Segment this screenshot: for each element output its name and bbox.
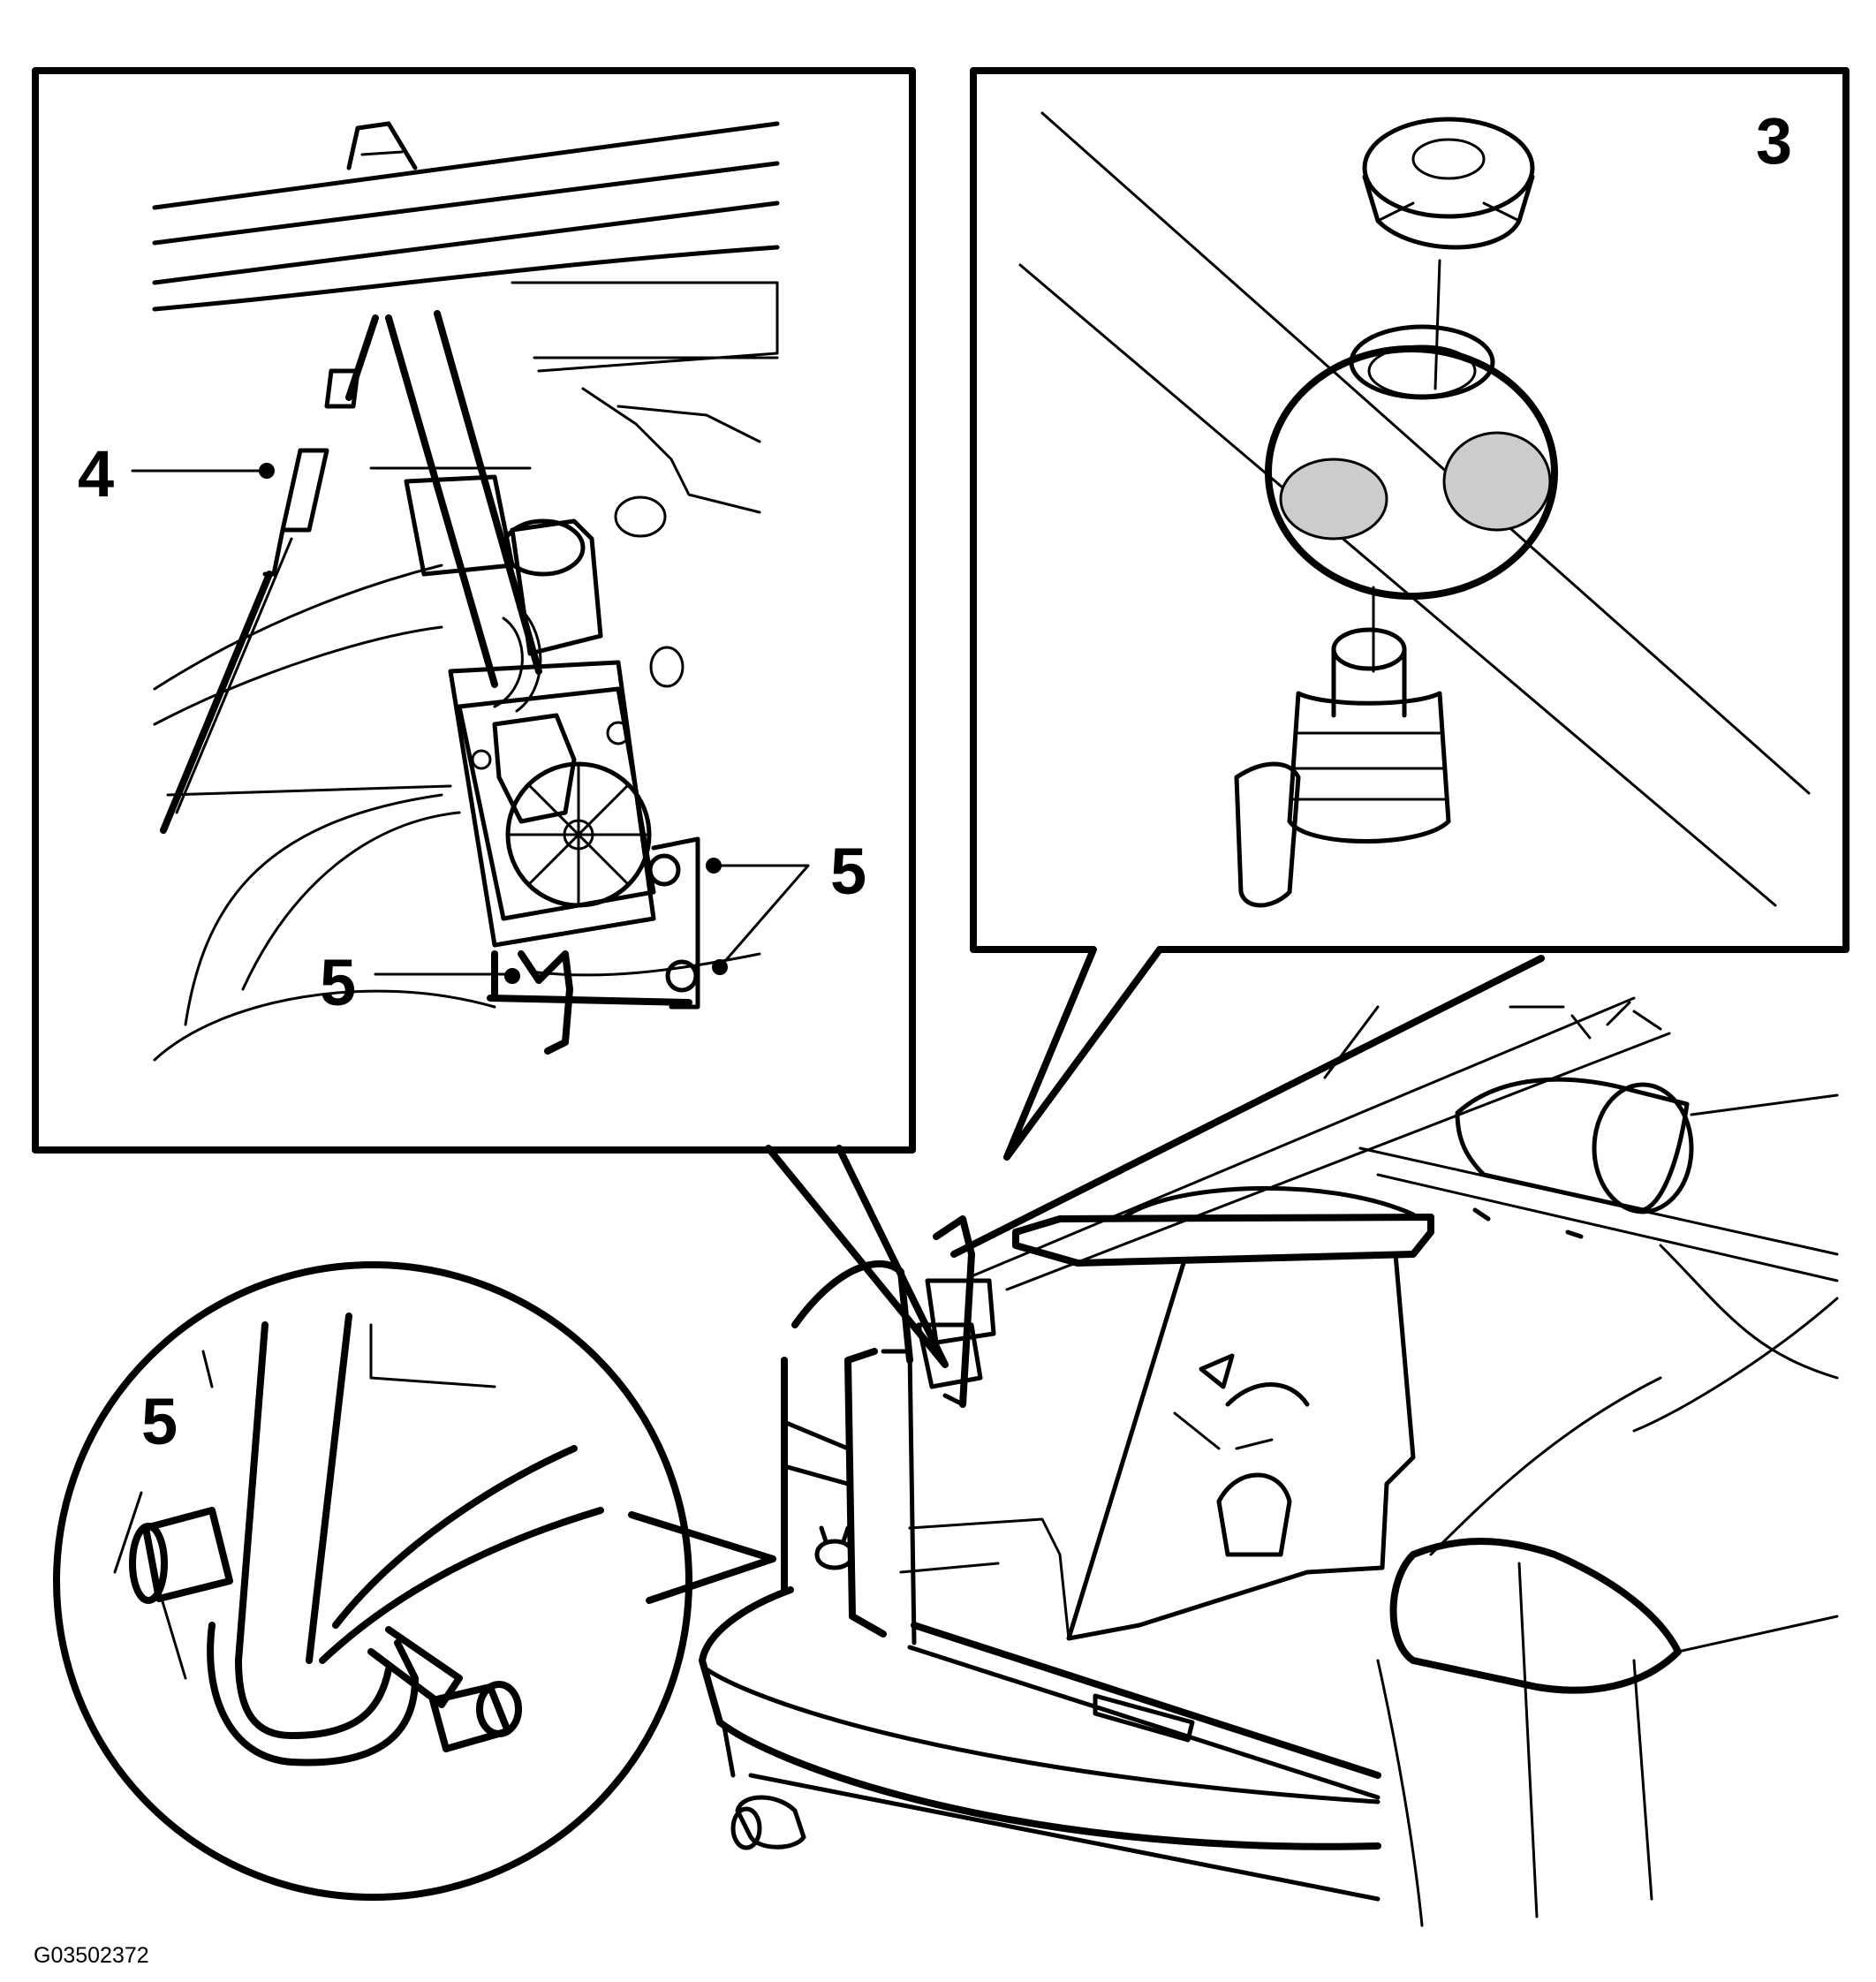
callout-label-3: 3: [1756, 104, 1792, 178]
callout-label-4: 4: [78, 437, 114, 511]
inset-motor-assembly: 4 5 5: [32, 67, 949, 1368]
callout-label-5-circle: 5: [141, 1385, 178, 1458]
callout-label-5-right: 5: [830, 835, 866, 908]
callout-label-5-bottom: 5: [320, 946, 356, 1019]
figure-id: G03502372: [34, 1943, 149, 1968]
detail-circle-bolt: 5: [53, 1261, 776, 1901]
car-trunk-view: [699, 955, 1839, 1927]
inset-spindle-cap: 3: [970, 67, 1850, 1161]
inset-frame-left: [32, 67, 916, 1154]
detail-circle-frame: [53, 1261, 692, 1901]
inset-frame-right: [970, 67, 1850, 1161]
